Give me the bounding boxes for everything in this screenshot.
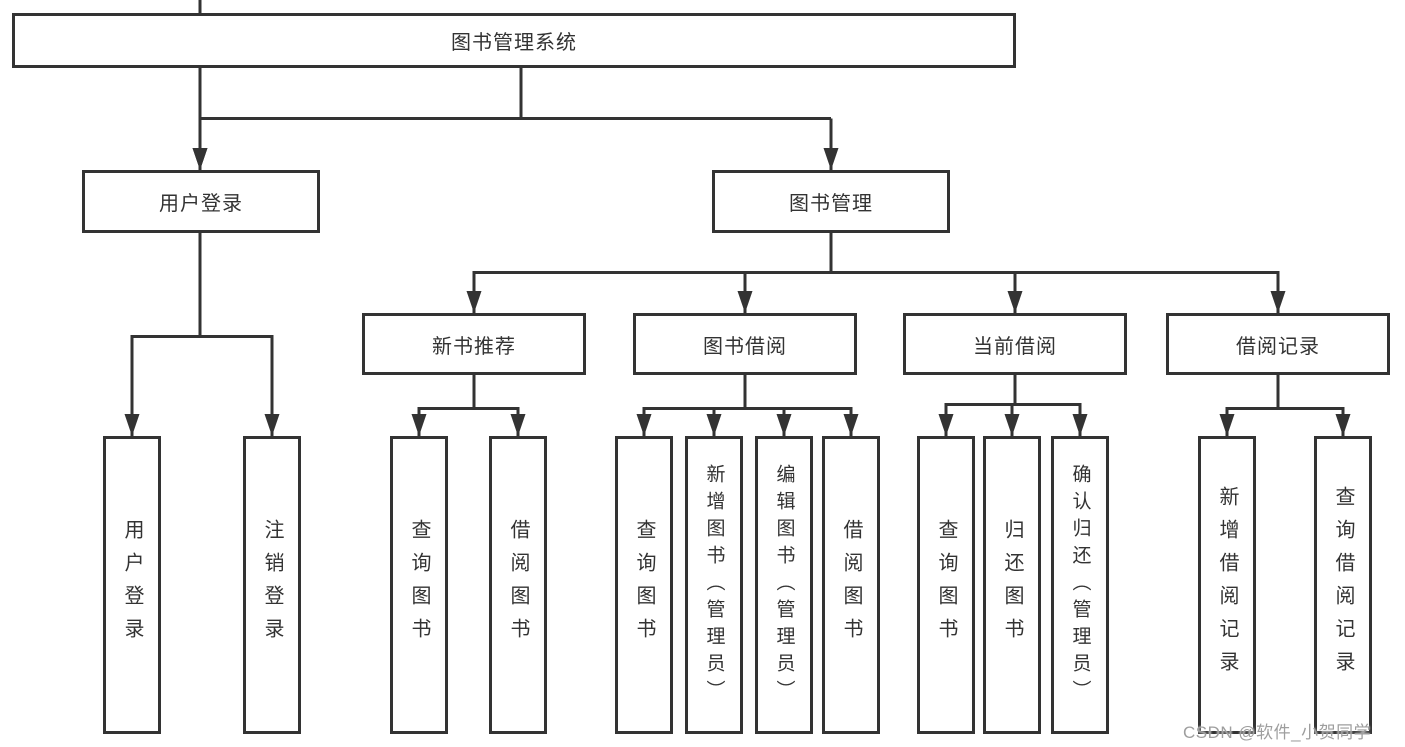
leaf-borrow-books-borrowing-label: 借阅图书 xyxy=(840,519,862,651)
leaf-edit-books-admin: 编辑图书（管理员） xyxy=(755,436,813,734)
node-new-book-recommendation-label: 新书推荐 xyxy=(432,335,516,358)
leaf-query-books-current: 查询图书 xyxy=(917,436,975,734)
node-library-management-system-label: 图书管理系统 xyxy=(451,32,577,54)
leaf-query-books-recommend: 查询图书 xyxy=(390,436,448,734)
node-borrowing-records-label: 借阅记录 xyxy=(1236,335,1320,358)
leaf-logout-label: 注销登录 xyxy=(261,519,283,651)
node-book-borrowing: 图书借阅 xyxy=(633,313,857,375)
node-book-borrowing-label: 图书借阅 xyxy=(703,335,787,358)
node-book-management: 图书管理 xyxy=(712,170,950,233)
node-current-borrowing: 当前借阅 xyxy=(903,313,1127,375)
leaf-query-borrow-record-label: 查询借阅记录 xyxy=(1332,486,1354,684)
node-library-management-system: 图书管理系统 xyxy=(12,13,1016,68)
csdn-watermark: CSDN @软件_小贺同学 xyxy=(1183,723,1372,742)
leaf-confirm-return-admin: 确认归还（管理员） xyxy=(1051,436,1109,734)
leaf-query-books-recommend-label: 查询图书 xyxy=(408,519,430,651)
node-user-login-label: 用户登录 xyxy=(159,193,243,215)
leaf-add-books-admin: 新增图书（管理员） xyxy=(685,436,743,734)
node-book-management-label: 图书管理 xyxy=(789,193,873,215)
leaf-add-books-admin-label: 新增图书（管理员） xyxy=(703,463,725,707)
node-borrowing-records: 借阅记录 xyxy=(1166,313,1390,375)
leaf-return-books: 归还图书 xyxy=(983,436,1041,734)
leaf-logout: 注销登录 xyxy=(243,436,301,734)
leaf-confirm-return-admin-label: 确认归还（管理员） xyxy=(1069,463,1091,707)
leaf-edit-books-admin-label: 编辑图书（管理员） xyxy=(773,463,795,707)
node-current-borrowing-label: 当前借阅 xyxy=(973,335,1057,358)
leaf-borrow-books-borrowing: 借阅图书 xyxy=(822,436,880,734)
leaf-query-books-borrowing-label: 查询图书 xyxy=(633,519,655,651)
node-user-login: 用户登录 xyxy=(82,170,320,233)
node-new-book-recommendation: 新书推荐 xyxy=(362,313,586,375)
leaf-borrow-books-recommend: 借阅图书 xyxy=(489,436,547,734)
leaf-return-books-label: 归还图书 xyxy=(1001,519,1023,651)
leaf-user-login-label: 用户登录 xyxy=(121,519,143,651)
leaf-add-borrow-record: 新增借阅记录 xyxy=(1198,436,1256,734)
leaf-add-borrow-record-label: 新增借阅记录 xyxy=(1216,486,1238,684)
leaf-user-login: 用户登录 xyxy=(103,436,161,734)
leaf-query-borrow-record: 查询借阅记录 xyxy=(1314,436,1372,734)
leaf-query-books-borrowing: 查询图书 xyxy=(615,436,673,734)
leaf-query-books-current-label: 查询图书 xyxy=(935,519,957,651)
leaf-borrow-books-recommend-label: 借阅图书 xyxy=(507,519,529,651)
